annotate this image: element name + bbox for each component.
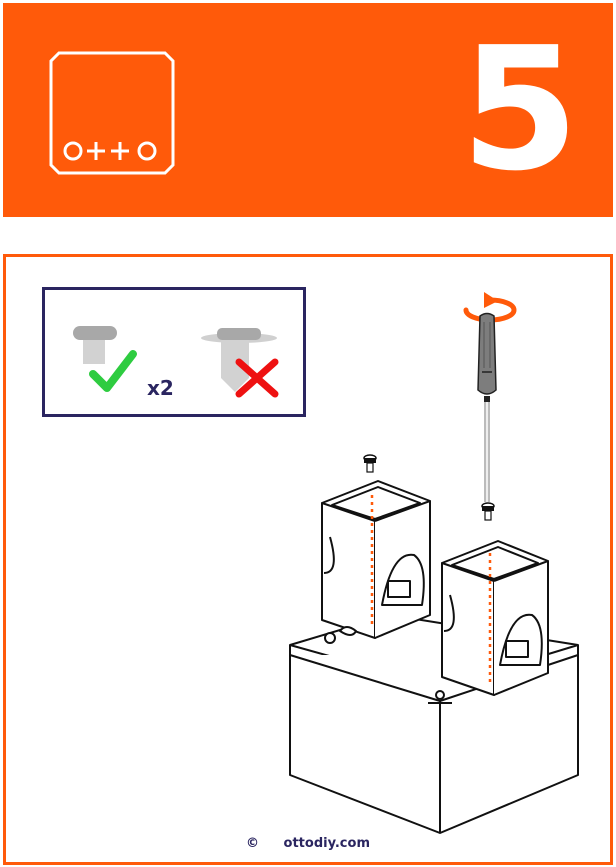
robot-body-assembly [289, 480, 579, 834]
screw-left [363, 454, 377, 473]
step-header: 5 [3, 3, 613, 217]
screwdriver-icon [477, 312, 497, 507]
footer: © ottodiy.com [0, 836, 616, 851]
screw-right [481, 502, 495, 521]
quantity-label: x2 [147, 376, 174, 400]
screw-legend: x2 [42, 287, 306, 417]
otto-logo [49, 51, 175, 175]
site-link[interactable]: ottodiy.com [283, 836, 370, 851]
rotate-arrow-icon [463, 292, 517, 323]
cross-icon [235, 358, 279, 398]
wrong-screw-icon [201, 328, 277, 392]
copyright-symbol: © [246, 836, 259, 851]
correct-screw-icon [73, 326, 117, 364]
step-number: 5 [460, 11, 579, 209]
check-icon [89, 350, 137, 392]
